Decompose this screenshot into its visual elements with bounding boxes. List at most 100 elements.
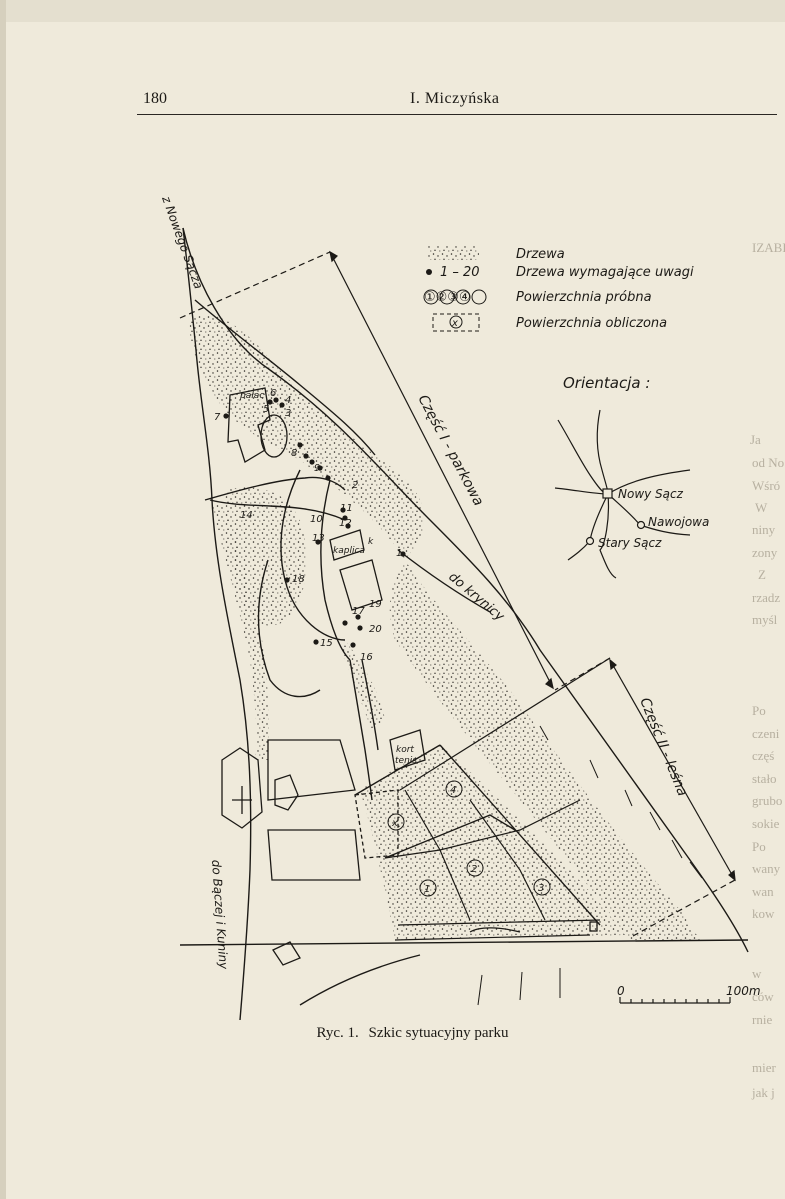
orientation-river [599, 493, 617, 579]
main-road-east [182, 227, 749, 953]
tree-marker [273, 397, 279, 403]
slope-tick [539, 725, 549, 741]
bleed-text: rnie [752, 1012, 773, 1027]
legend-range-label: 1 – 20 [440, 265, 480, 280]
inner-road-b [204, 476, 346, 501]
part-boundary-dash [554, 657, 611, 691]
manor-outbuilding [339, 559, 383, 611]
k-label: k [368, 537, 374, 547]
header-rule [137, 114, 777, 115]
bleed-text: W [755, 500, 768, 515]
tree-number: 10 [310, 514, 323, 525]
orientation-road [567, 493, 609, 561]
legend-tree-dot [426, 269, 432, 275]
park-loop-2 [320, 479, 351, 661]
sample-plot-4 [445, 780, 463, 798]
tree-marker [350, 642, 356, 648]
attention-trees [223, 397, 406, 648]
tree-number: 12 [339, 518, 352, 529]
sample-plot-label: 4 [450, 785, 456, 796]
bleed-text: Wśró [752, 478, 781, 493]
legend-attention-label: Drzewa wymagające uwagi [516, 265, 694, 280]
tree-number: 9 [314, 463, 320, 474]
tree-areas [189, 314, 700, 940]
chapel-building [329, 529, 365, 561]
sample-plot-3 [533, 878, 551, 896]
part-one-dimension [329, 251, 554, 689]
tree-marker [267, 399, 273, 405]
legend-calculated-swatch [432, 313, 480, 332]
sample-plot-labels: 1 2 3 4 x [391, 785, 544, 895]
tree-marker [309, 459, 315, 465]
bleed-text: czeni [752, 726, 780, 741]
tree-marker [317, 465, 323, 471]
legend-trees-label: Drzewa [516, 247, 565, 262]
tree-marker [223, 413, 229, 419]
bleed-text: Po [752, 839, 766, 854]
court-building [389, 729, 426, 771]
bleed-text: Z [758, 567, 766, 582]
map-legend: Drzewa 1 – 20 Drzewa wymagające uwagi ①②… [423, 246, 694, 332]
roads [179, 227, 749, 1021]
part-two-arrow-top [609, 658, 617, 671]
legend-trees-swatch [427, 246, 479, 260]
slope-tick [589, 759, 599, 779]
tree-area-west [212, 505, 269, 760]
main-road-west [182, 227, 252, 1021]
tree-number: 16 [360, 652, 373, 663]
hedge [469, 927, 521, 933]
road-to-spring [397, 549, 491, 613]
tree-number: 8 [291, 448, 297, 459]
road-to-court [349, 659, 373, 801]
tree-number: 2 [352, 480, 358, 491]
sample-plot-label: 3 [538, 883, 544, 894]
caption-number: Ryc. 1. [316, 1025, 359, 1041]
tree-marker [340, 507, 346, 513]
legend-sample-plots-label: Powierzchnia próbna [516, 290, 652, 305]
to-bacza-label: do Bączej i Kuniny [209, 859, 231, 970]
tree-number: 14 [240, 510, 253, 521]
calculated-plot-marker [387, 813, 405, 831]
nowy-sacz-label: Nowy Sącz [618, 487, 684, 501]
road-to-court-2 [361, 659, 379, 751]
legend-plot-circle [471, 289, 487, 305]
plot-line [384, 799, 581, 859]
plot-grid [384, 789, 601, 941]
bleed-text: od No [752, 455, 785, 470]
nawojowa-label: Nawojowa [648, 515, 709, 529]
part-two-dimension [609, 659, 736, 881]
orientation-title: Orientacja : [563, 374, 650, 392]
plot-line [397, 919, 601, 926]
bleed-text: niny [752, 522, 776, 537]
tree-marker [345, 523, 351, 529]
to-spring-label: do krynicy [445, 570, 507, 625]
bleed-text: wany [752, 861, 781, 876]
bleed-text: kow [752, 906, 775, 921]
tree-number: 20 [369, 624, 382, 635]
bleed-text: w [752, 966, 762, 981]
section-boundaries [179, 250, 736, 937]
tree-marker [284, 577, 290, 583]
road-south-diag [439, 744, 601, 926]
part-two-label: Część II - leśna [636, 696, 690, 799]
tree-number: 1 [396, 548, 402, 559]
tree-number: 5 [263, 404, 269, 415]
sample-plot-label: 2 [471, 864, 477, 875]
slope-tick [477, 974, 483, 1006]
page-left-edge [0, 0, 6, 1199]
calculated-plot-x [354, 789, 399, 859]
part-one-top-boundary [179, 251, 331, 319]
tree-marker [303, 453, 309, 459]
tree-marker [313, 639, 319, 645]
tree-number: 3 [285, 408, 291, 419]
scale-zero-label: 0 [617, 984, 625, 998]
part-one-arrow-bottom [545, 677, 554, 690]
part-one-arrow-top [329, 250, 338, 263]
orientation-river [557, 419, 609, 495]
figure-caption: Ryc. 1. Szkic sytuacyjny parku [0, 1025, 785, 1042]
tree-area-east-belt [389, 560, 700, 940]
tree-number: 17 [352, 606, 365, 617]
bleed-text: jak j [752, 1085, 775, 1100]
bleed-text: zony [752, 545, 778, 560]
tree-marker [342, 620, 348, 626]
